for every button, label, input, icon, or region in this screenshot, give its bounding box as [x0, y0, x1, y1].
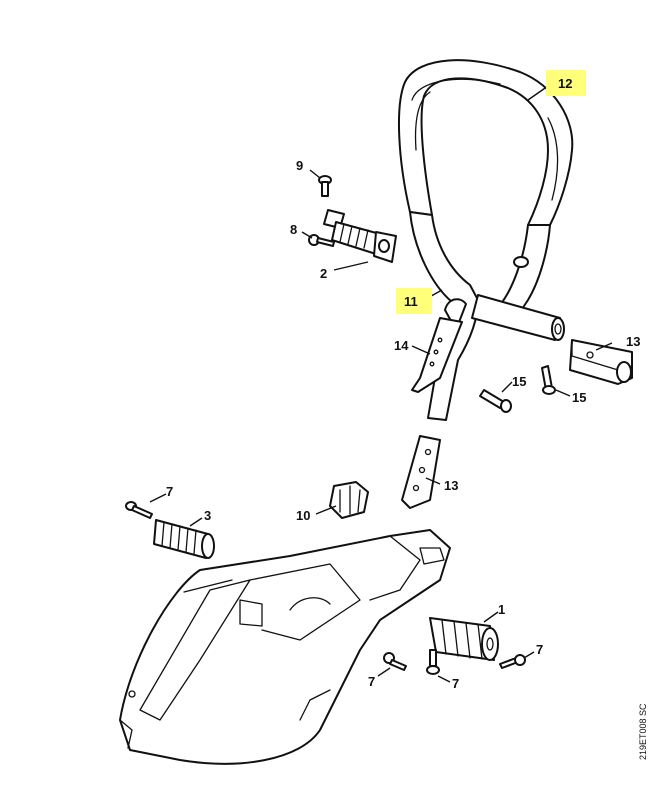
- buffer-3-part: [153, 519, 215, 559]
- callout-15-left: 15: [512, 374, 526, 389]
- screw-8-part: [308, 234, 335, 247]
- screw-7d-part: [499, 654, 526, 669]
- callout-7-topleft: 7: [166, 484, 173, 499]
- callout-13-upper: 13: [626, 334, 640, 349]
- callout-7-right: 7: [536, 642, 543, 657]
- callout-7-bottom: 7: [452, 676, 459, 691]
- handle-tube-part: [444, 298, 467, 331]
- callout-labels: 12 11 9 8 2 14 13 15 15 13 10 7 3 1 7 7 …: [166, 76, 640, 691]
- callout-10: 10: [296, 508, 310, 523]
- callout-7-bottomleft: 7: [368, 674, 375, 689]
- callout-3: 3: [204, 508, 211, 523]
- clamp-bar-part: [401, 435, 441, 509]
- stop-bush-part: [329, 481, 369, 519]
- clamp-block-part: [569, 339, 633, 385]
- plate-part: [411, 317, 463, 393]
- screw-7a-part: [125, 501, 153, 519]
- callout-14: 14: [394, 338, 409, 353]
- callout-13-lower: 13: [444, 478, 458, 493]
- leader-lines: [149, 85, 613, 683]
- callout-1: 1: [498, 602, 505, 617]
- screw-7b-part: [383, 652, 407, 671]
- screw-15a-part: [479, 389, 512, 413]
- buffer-1-part: [429, 617, 499, 661]
- housing-part: [119, 529, 451, 765]
- callout-2: 2: [320, 266, 327, 281]
- screw-9-part: [318, 175, 332, 197]
- callout-11: 11: [404, 294, 418, 309]
- handlebar-part: [397, 59, 574, 421]
- annular-buffer-part: [323, 209, 397, 263]
- drawing-code: 219ET008 SC: [638, 703, 648, 760]
- screw-7c-part: [426, 649, 440, 675]
- callout-15-right: 15: [572, 390, 586, 405]
- screw-15b-part: [541, 365, 556, 395]
- callout-12-highlight: [546, 70, 586, 96]
- callout-9: 9: [296, 158, 303, 173]
- callout-8: 8: [290, 222, 297, 237]
- callout-12: 12: [558, 76, 572, 91]
- callout-11-highlight: [396, 288, 432, 314]
